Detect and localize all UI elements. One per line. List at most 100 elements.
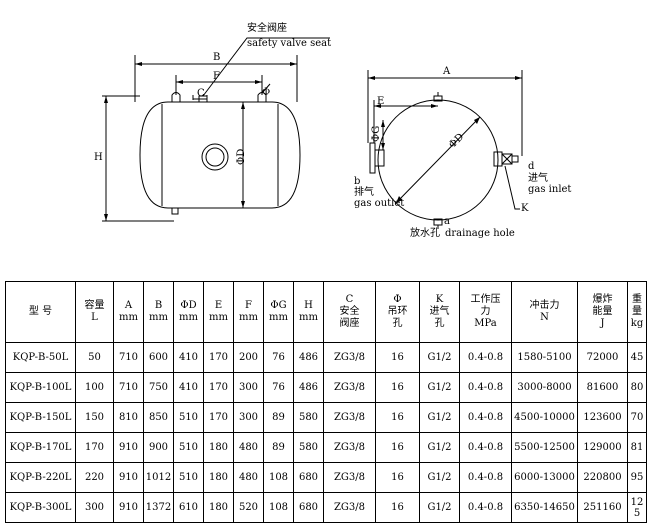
table-cell: 1012 bbox=[143, 462, 174, 493]
table-cell: 70 bbox=[627, 402, 647, 433]
end-view-circle bbox=[377, 99, 499, 221]
table-cell: KQP-B-150L bbox=[5, 402, 76, 433]
table-cell: 0.4-0.8 bbox=[459, 402, 512, 433]
table-cell: 125 bbox=[627, 492, 647, 523]
dim-label-H: H bbox=[94, 152, 103, 163]
table-cell: 16 bbox=[375, 432, 420, 463]
column-header-bottom: mm bbox=[119, 312, 138, 323]
table-cell: 16 bbox=[375, 402, 420, 433]
tank-drawing-svg bbox=[102, 37, 523, 229]
table-cell: 170 bbox=[75, 432, 114, 463]
outlet-flange bbox=[369, 142, 376, 174]
table-cell: KQP-B-300L bbox=[5, 492, 76, 523]
table-cell: 180 bbox=[203, 492, 234, 523]
table-cell: 680 bbox=[293, 462, 324, 493]
column-header-top: H bbox=[304, 300, 313, 311]
table-cell: 6000-13000 bbox=[511, 462, 578, 493]
table-cell: ZG3/8 bbox=[323, 462, 376, 493]
table-cell: 170 bbox=[203, 402, 234, 433]
column-header-mid: 进气 bbox=[429, 306, 450, 317]
column-header-mid: 安全 bbox=[339, 306, 360, 317]
drain-letter-a: a bbox=[444, 216, 450, 227]
table-cell: 0.4-0.8 bbox=[459, 342, 512, 373]
column-header-top: 冲击力 bbox=[529, 300, 560, 311]
dim-label-B: B bbox=[213, 52, 221, 63]
table-cell: 580 bbox=[293, 402, 324, 433]
table-cell: 710 bbox=[113, 372, 144, 403]
dim-label-phiG: ΦG bbox=[371, 125, 382, 142]
table-cell: 45 bbox=[627, 342, 647, 373]
table-cell: ZG3/8 bbox=[323, 492, 376, 523]
table-cell: 81 bbox=[627, 432, 647, 463]
table-cell: 108 bbox=[263, 492, 294, 523]
table-cell: 750 bbox=[143, 372, 174, 403]
column-header-mid: 能量 bbox=[592, 306, 613, 317]
column-header-top: F bbox=[245, 300, 252, 311]
table-cell: ZG3/8 bbox=[323, 432, 376, 463]
table-cell: 5500-12500 bbox=[511, 432, 578, 463]
column-header-bottom: N bbox=[540, 312, 549, 323]
inlet-letter-d: d bbox=[528, 161, 535, 172]
table-cell: ZG3/8 bbox=[323, 402, 376, 433]
table-cell: 580 bbox=[293, 432, 324, 463]
column-header-top: 容量 bbox=[84, 300, 105, 311]
outlet-label-en: gas outlet bbox=[354, 198, 405, 209]
table-cell: 410 bbox=[173, 372, 204, 403]
drain-stub bbox=[171, 207, 179, 215]
table-cell: 3000-8000 bbox=[511, 372, 578, 403]
table-cell: 251160 bbox=[577, 492, 628, 523]
table-cell: 16 bbox=[375, 492, 420, 523]
column-header-bottom: mm bbox=[179, 312, 198, 323]
table-cell: G1/2 bbox=[419, 342, 460, 373]
table-cell: G1/2 bbox=[419, 462, 460, 493]
column-header-mid: 吊环 bbox=[387, 306, 408, 317]
column-header-bottom: L bbox=[91, 312, 98, 323]
safety-valve-leader bbox=[202, 37, 330, 97]
table-cell: 600 bbox=[143, 342, 174, 373]
table-cell: 300 bbox=[233, 402, 264, 433]
column-header-top: 工作压 bbox=[470, 294, 501, 305]
column-header-bottom: J bbox=[600, 318, 605, 329]
table-cell: 520 bbox=[233, 492, 264, 523]
column-header-top: 型 号 bbox=[28, 306, 53, 317]
table-cell: 4500-10000 bbox=[511, 402, 578, 433]
inlet-label-en: gas inlet bbox=[528, 184, 572, 195]
column-header-bottom: 孔 bbox=[392, 318, 403, 329]
column-header-bottom: mm bbox=[269, 312, 288, 323]
table-cell: 76 bbox=[263, 342, 294, 373]
table-cell: ZG3/8 bbox=[323, 342, 376, 373]
column-header-mid: 量 bbox=[632, 306, 642, 317]
table-cell: 180 bbox=[203, 462, 234, 493]
manhole-outer bbox=[201, 143, 229, 171]
drain-label-cn: 放水孔 bbox=[410, 228, 440, 239]
table-cell: 480 bbox=[233, 432, 264, 463]
table-cell: 0.4-0.8 bbox=[459, 462, 512, 493]
table-cell: G1/2 bbox=[419, 372, 460, 403]
column-header-bottom: 孔 bbox=[434, 318, 445, 329]
table-cell: 16 bbox=[375, 372, 420, 403]
column-header-bottom: MPa bbox=[474, 318, 497, 329]
table-cell: 410 bbox=[173, 342, 204, 373]
table-cell: 170 bbox=[203, 372, 234, 403]
dim-label-C: C bbox=[197, 88, 205, 99]
column-header-top: ΦG bbox=[270, 300, 287, 311]
column-header-top: E bbox=[214, 300, 223, 311]
table-cell: 910 bbox=[113, 432, 144, 463]
column-header-bottom: mm bbox=[239, 312, 258, 323]
dim-label-E: E bbox=[377, 96, 385, 107]
column-header-top: A bbox=[124, 300, 133, 311]
table-cell: 510 bbox=[173, 402, 204, 433]
column-header: 型 号 bbox=[5, 281, 76, 343]
table-cell: 300 bbox=[233, 372, 264, 403]
